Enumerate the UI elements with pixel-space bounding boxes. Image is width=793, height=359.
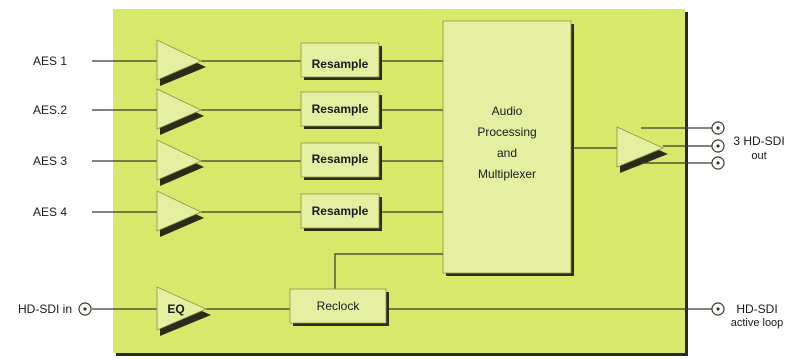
hd-sdi-input-wires — [92, 253, 712, 310]
hd-sdi-loop-label-line-1: HD-SDI — [736, 302, 777, 316]
aes-2-label: AES.2 — [33, 103, 67, 117]
audio-processing-multiplexer-block: Audio Processing and Multiplexer — [442, 20, 574, 276]
processor-label-line-3: and — [497, 146, 517, 160]
resample-label-2: Resample — [312, 102, 369, 116]
resample-label-4: Resample — [312, 204, 369, 218]
aes-3-label: AES 3 — [33, 154, 67, 168]
aes-input-wires — [92, 60, 443, 213]
processing-board — [113, 9, 685, 353]
processor-label-line-2: Processing — [477, 125, 536, 139]
processor-label-line-1: Audio — [492, 104, 523, 118]
output-amplifier — [616, 126, 668, 173]
reclock-block: Reclock — [289, 288, 389, 326]
aes-amplifier-3 — [156, 139, 204, 186]
hd-sdi-in-label: HD-SDI in — [18, 302, 72, 316]
hd-sdi-out-label-line-1: 3 HD-SDI — [733, 134, 784, 148]
hd-sdi-out-label-line-2: out — [751, 150, 766, 162]
resample-block-4: Resample — [300, 193, 382, 231]
eq-label: EQ — [167, 302, 184, 316]
resample-block-3: Resample — [300, 142, 382, 180]
resample-label-3: Resample — [312, 152, 369, 166]
aes-amplifier-2 — [156, 88, 204, 135]
resample-block-2: Resample — [300, 91, 382, 129]
aes-amplifier-4 — [156, 190, 204, 237]
reclock-label: Reclock — [317, 299, 361, 313]
aes-4-label: AES 4 — [33, 205, 67, 219]
resample-label-1: Resample — [312, 57, 369, 71]
hd-sdi-in-connector-icon — [78, 302, 92, 316]
eq-amplifier: EQ — [156, 286, 211, 336]
aes-amplifier-1 — [156, 39, 206, 86]
processor-label-line-4: Multiplexer — [478, 167, 536, 181]
hd-sdi-loop-connector-icon — [711, 302, 725, 316]
resample-block-1: Resample — [300, 42, 382, 80]
aes-1-label: AES 1 — [33, 54, 67, 68]
hd-sdi-output-wires — [641, 127, 712, 164]
hd-sdi-loop-label-line-2: active loop — [731, 317, 784, 329]
